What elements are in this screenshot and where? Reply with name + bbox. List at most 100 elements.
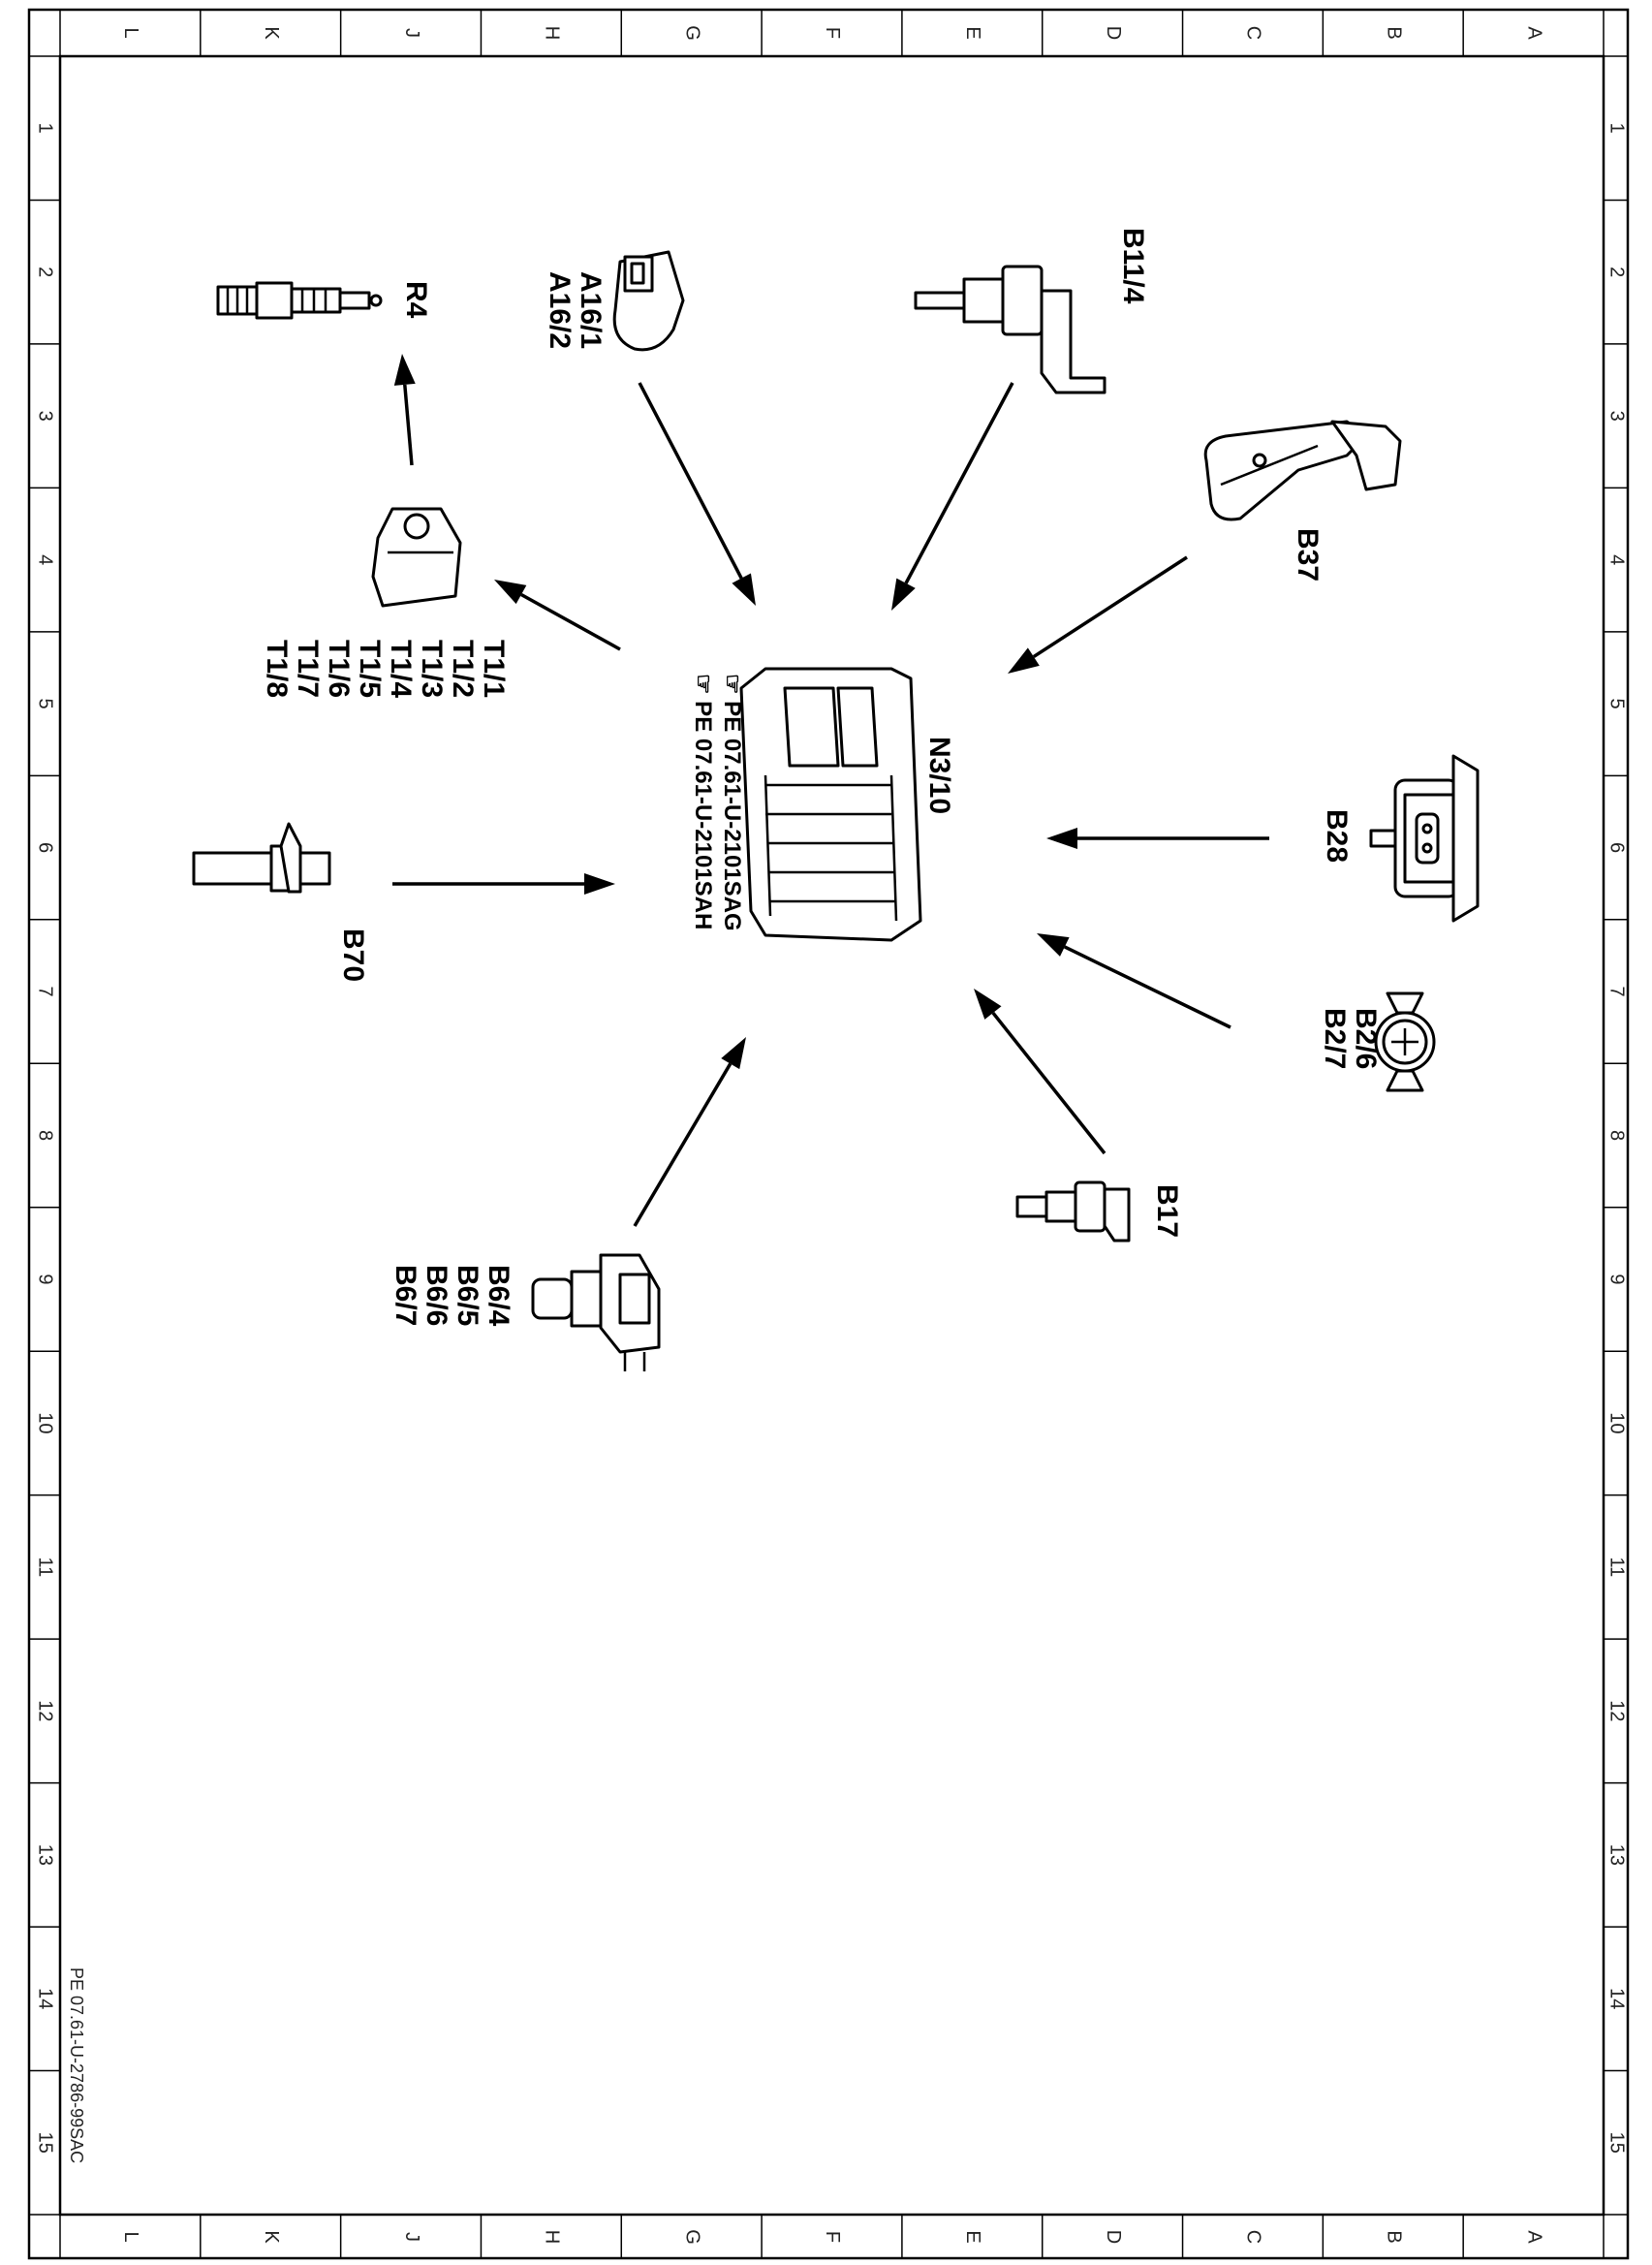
grid-row-label: 3 [1606, 411, 1628, 422]
grid-row-label: 13 [1606, 1844, 1628, 1866]
component-label-t1: T1/4 [385, 640, 417, 698]
grid-row-label: 15 [35, 2132, 56, 2154]
component-label-t1: T1/8 [261, 640, 293, 698]
grid-column-label: D [1103, 26, 1124, 40]
grid-row-label: 8 [35, 1130, 56, 1141]
b6-camshaft-sensor-icon [531, 1253, 661, 1371]
arrow-shaft [633, 1062, 732, 1227]
arrow-head [494, 580, 527, 605]
arrow-shaft [991, 1011, 1107, 1155]
arrow-shaft [638, 382, 743, 580]
grid-row-label: 13 [35, 1844, 56, 1866]
component-label-b70: B70 [337, 928, 369, 982]
arrow-head [891, 578, 916, 611]
a16-knock-sensor-icon [612, 250, 685, 352]
grid-column-label: L [120, 27, 141, 38]
arrow-shaft [1032, 555, 1188, 659]
b70-crankshaft-sensor-icon [192, 822, 331, 894]
component-label-b11-4: B11/4 [1117, 228, 1149, 304]
grid-column-label: E [962, 2230, 983, 2243]
arrow-head [584, 873, 615, 895]
grid-column-label: F [822, 27, 843, 39]
b17-temperature-sensor-icon [1015, 1180, 1131, 1243]
ecu-label: N3/10 [923, 737, 955, 814]
component-label-a16: A16/2 [544, 271, 576, 349]
arrow-head [721, 1037, 746, 1070]
component-labels: B11/4A16/1A16/2R4B37T1/1T1/2T1/3T1/4T1/5… [261, 228, 1382, 1327]
grid-column-label: D [1103, 2230, 1124, 2244]
grid-column-label: G [681, 25, 702, 41]
component-label-b2: B2/6 [1350, 1008, 1382, 1069]
component-label-t1: T1/6 [323, 640, 355, 698]
arrow-shaft [403, 384, 414, 466]
component-label-a16: A16/1 [575, 271, 607, 349]
grid-row-label: 4 [1606, 554, 1628, 565]
t1-ignition-coil-icon [371, 507, 462, 608]
grid-row-label: 9 [1606, 1274, 1628, 1284]
grid-row-label: 12 [35, 1700, 56, 1721]
grid-row-label: 4 [35, 554, 56, 565]
grid-column-label: B [1383, 2230, 1404, 2243]
component-label-b28: B28 [1321, 809, 1353, 863]
grid-column-label: F [822, 2231, 843, 2243]
grid-column-label: G [681, 2229, 702, 2245]
b37-pedal-sensor-icon [1203, 420, 1402, 521]
grid-row-label: 11 [35, 1557, 56, 1578]
footer-document-code: PE 07.61-U-2786-99SAC [67, 1967, 86, 2163]
grid-row-label: 12 [1606, 1700, 1628, 1721]
component-label-b37: B37 [1292, 528, 1324, 582]
component-label-b6: B6/4 [483, 1265, 514, 1327]
r4-spark-plug-icon [216, 281, 383, 320]
arrow-head [1037, 933, 1070, 957]
grid-row-label: 2 [35, 267, 56, 277]
grid-row-label: 14 [35, 1988, 56, 2009]
grid-column-label: J [401, 2232, 422, 2242]
component-label-b2: B2/7 [1319, 1008, 1351, 1069]
grid-row-label: 7 [35, 986, 56, 996]
grid-row-label: 5 [35, 699, 56, 709]
component-label-t1: T1/5 [354, 640, 386, 698]
component-label-b17: B17 [1151, 1184, 1183, 1238]
component-label-b6: B6/6 [421, 1265, 452, 1326]
grid-row-label: 8 [1606, 1130, 1628, 1141]
component-label-b6: B6/5 [452, 1265, 483, 1326]
component-label-t1: T1/7 [292, 640, 324, 698]
grid-row-label: 7 [1606, 986, 1628, 996]
ecu-reference-sah: ☞ PE 07.61-U-2101SAH [690, 674, 716, 929]
grid-row-label: 14 [1606, 1988, 1628, 2009]
component-label-b6: B6/7 [390, 1265, 421, 1326]
b11-4-sensor-icon [914, 265, 1107, 394]
grid-row-label: 5 [1606, 699, 1628, 709]
arrow-shaft [520, 592, 621, 651]
grid-column-label: H [542, 26, 563, 40]
ecu-reference-sag: ☞ PE 07.61-U-2101SAG [719, 674, 745, 931]
arrow-head [974, 989, 1002, 1020]
arrow-shaft [1064, 945, 1231, 1029]
grid-column-label: A [1523, 2230, 1544, 2244]
component-label-t1: T1/2 [447, 640, 479, 698]
grid-row-label: 2 [1606, 267, 1628, 277]
grid-row-label: 1 [35, 123, 56, 134]
ecu-n3-10-icon [739, 667, 922, 942]
arrow-head [1008, 647, 1040, 674]
grid-row-label: 15 [1606, 2132, 1628, 2154]
component-label-r4: R4 [400, 281, 432, 319]
grid-row-label: 3 [35, 411, 56, 422]
grid-column-label: E [962, 26, 983, 39]
grid-row-label: 11 [1606, 1557, 1628, 1578]
grid-column-label: K [261, 2230, 282, 2244]
b28-pressure-sensor-icon [1369, 754, 1480, 923]
grid-column-label: K [261, 26, 282, 40]
grid-row-label: 6 [1606, 842, 1628, 853]
grid-row-label: 9 [35, 1274, 56, 1284]
arrow-head [1046, 828, 1077, 849]
grid-column-label: C [1243, 2230, 1264, 2244]
grid-row-label: 10 [35, 1412, 56, 1433]
grid-row-label: 1 [1606, 123, 1628, 134]
arrow-shaft [904, 382, 1014, 584]
arrow-head [732, 573, 756, 606]
grid-column-label: A [1523, 26, 1544, 40]
grid-column-label: H [542, 2230, 563, 2244]
